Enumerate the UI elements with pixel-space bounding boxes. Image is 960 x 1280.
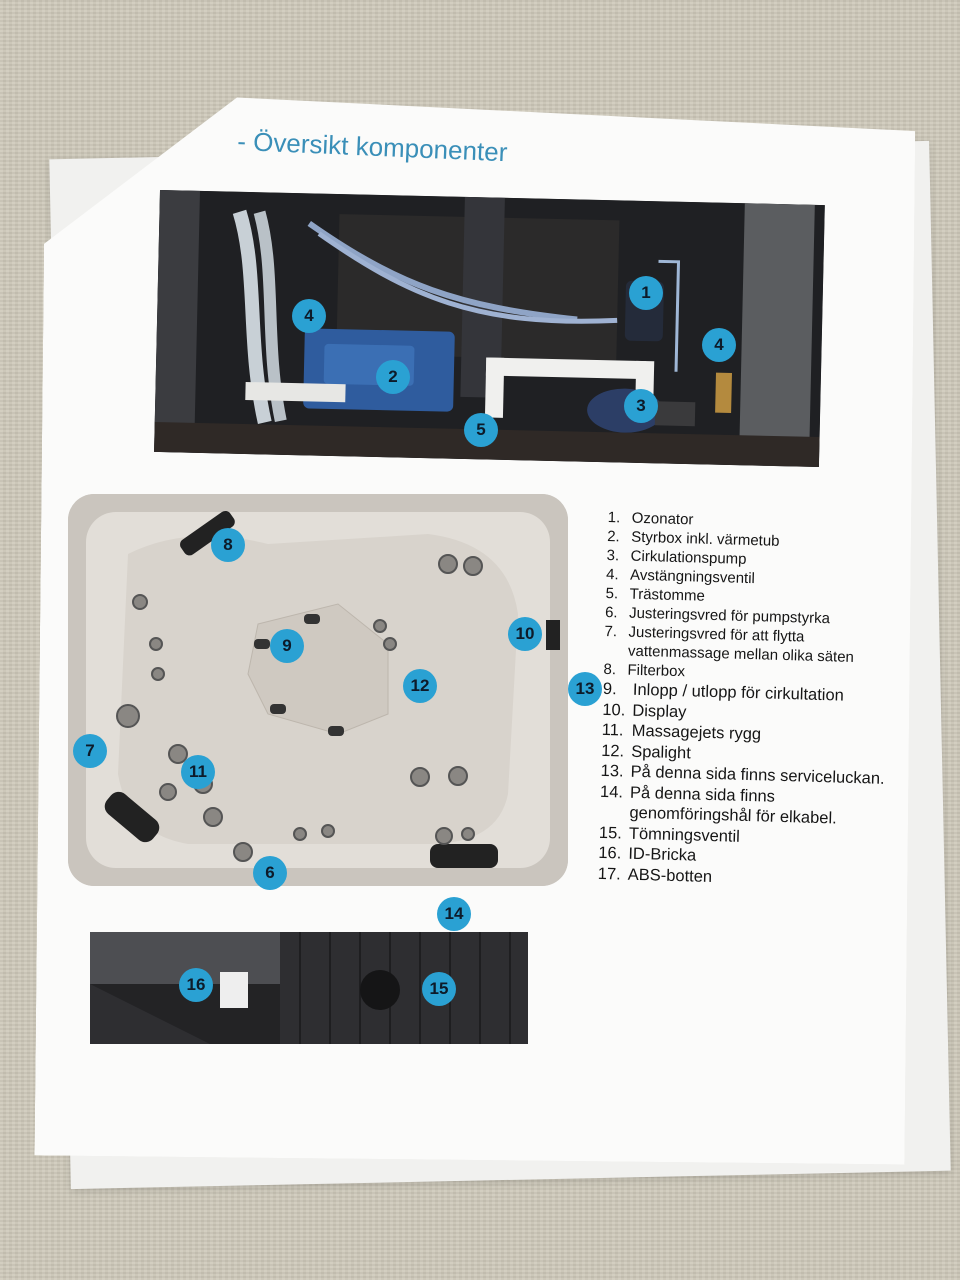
marker-5-wood-frame: 5	[464, 413, 498, 447]
marker-8-filter-box: 8	[211, 528, 245, 562]
marker-4-shutoff-valve-right: 4	[702, 328, 736, 362]
marker-15-drain-valve: 15	[422, 972, 456, 1006]
spa-tub-photo	[68, 494, 568, 886]
spa-base-photo	[90, 932, 528, 1044]
spa-tub-illustration	[68, 494, 568, 886]
marker-10-display: 10	[508, 617, 542, 651]
marker-14-cable-side: 14	[437, 897, 471, 931]
marker-12-spalight: 12	[403, 669, 437, 703]
marker-1-ozonator: 1	[629, 276, 663, 310]
marker-3-circulation-pump: 3	[624, 389, 658, 423]
marker-16-id-tag: 16	[179, 968, 213, 1002]
marker-11-massage-jets: 11	[181, 755, 215, 789]
marker-7-diverter-knob: 7	[73, 734, 107, 768]
marker-6-pump-knob: 6	[253, 856, 287, 890]
marker-9-inlet-outlet: 9	[270, 629, 304, 663]
spa-base-illustration	[90, 932, 528, 1044]
component-legend: 1.Ozonator 2.Styrbox inkl. värmetub 3.Ci…	[598, 508, 908, 892]
marker-2-control-box: 2	[376, 360, 410, 394]
marker-13-service-side: 13	[568, 672, 602, 706]
marker-4-shutoff-valve-left: 4	[292, 299, 326, 333]
